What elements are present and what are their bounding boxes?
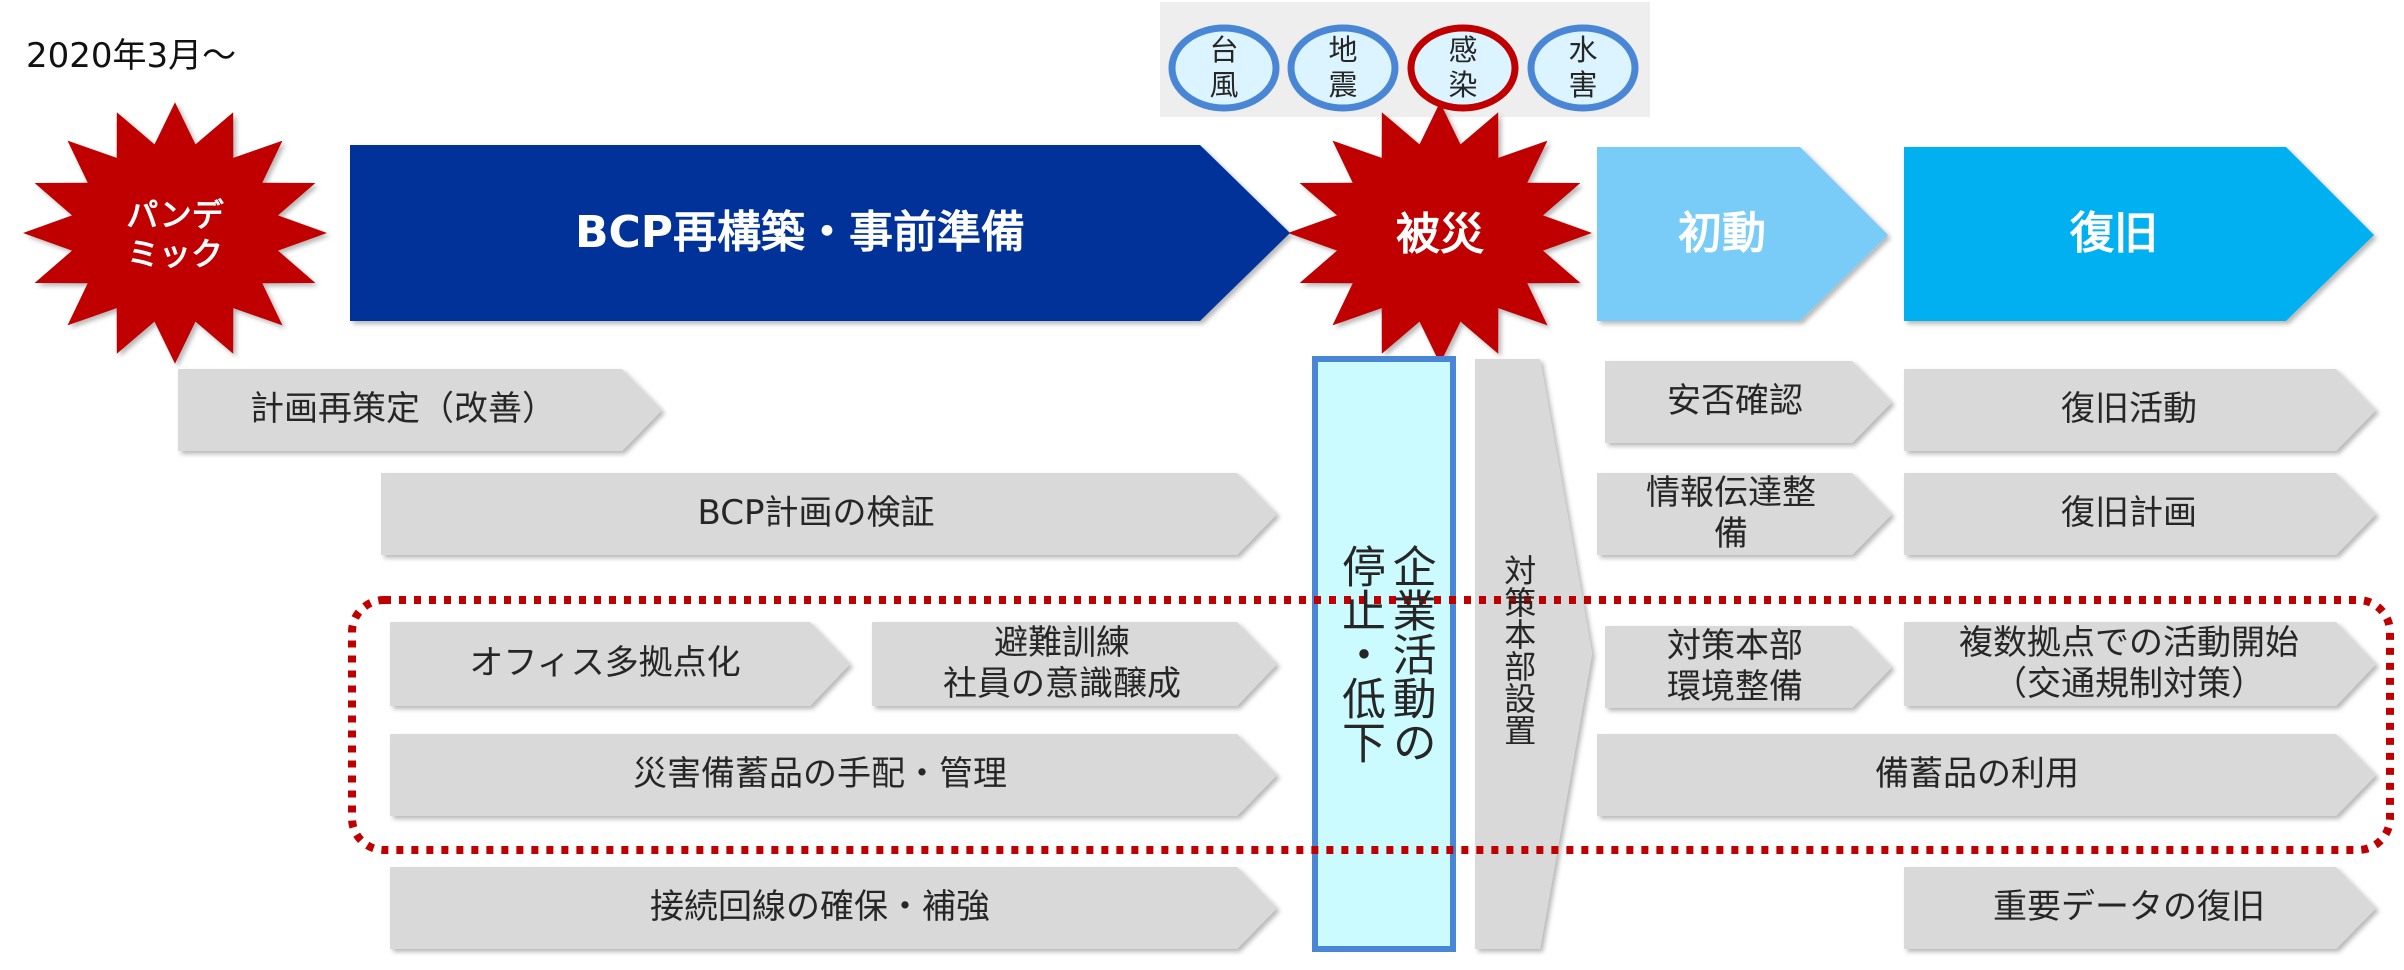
bcp-verification-label: BCP計画の検証 bbox=[697, 493, 935, 534]
plan-revision-label: 計画再策定（改善） bbox=[250, 389, 556, 430]
recovery-phase-arrow bbox=[1904, 147, 2374, 321]
flood-circle bbox=[1527, 24, 1639, 112]
initial-phase-arrow bbox=[1597, 147, 1888, 321]
arrow-plan-revision bbox=[178, 369, 662, 451]
data-recovery-label: 重要データの復旧 bbox=[1993, 887, 2265, 928]
bcp-phase-arrow bbox=[350, 145, 1290, 321]
arrow-bcp-verification bbox=[381, 473, 1277, 555]
arrow-multi-site bbox=[1904, 622, 2376, 706]
business-stop-label: 企業活動の 停止・低下 bbox=[1334, 544, 1436, 764]
flood-label: 水 害 bbox=[1568, 32, 1598, 102]
earthquake-circle bbox=[1287, 24, 1399, 112]
arrow-office-multi bbox=[390, 622, 850, 706]
initial-phase-label: 初動 bbox=[1678, 208, 1766, 260]
infection-label: 感 染 bbox=[1448, 32, 1478, 102]
date-label: 2020年3月〜 bbox=[26, 36, 237, 76]
multi-site-label: 複数拠点での活動開始 （交通規制対策） bbox=[1959, 622, 2299, 704]
safety-check-label: 安否確認 bbox=[1667, 381, 1803, 422]
arrow-supplies-use bbox=[1597, 734, 2376, 816]
arrow-data-recovery bbox=[1904, 867, 2376, 949]
hq-environment-label: 対策本部 環境整備 bbox=[1667, 625, 1803, 707]
typhoon-circle bbox=[1168, 24, 1280, 112]
disaster-starburst bbox=[1288, 102, 1592, 364]
typhoon-label: 台 風 bbox=[1209, 32, 1239, 102]
arrow-supplies-mgmt bbox=[390, 734, 1277, 816]
arrow-recovery-plan bbox=[1904, 473, 2376, 555]
pandemic-label: パンデ ミック bbox=[126, 195, 224, 273]
supplies-use-label: 備蓄品の利用 bbox=[1875, 754, 2079, 795]
arrow-recovery-activity bbox=[1904, 369, 2376, 451]
arrow-evac-drill bbox=[872, 622, 1277, 706]
info-transfer-label: 情報伝達整 備 bbox=[1646, 472, 1816, 554]
evac-drill-label: 避難訓練 社員の意識醸成 bbox=[943, 622, 1181, 704]
arrow-info-transfer bbox=[1597, 473, 1892, 555]
arrow-hq-environment bbox=[1605, 626, 1892, 708]
arrow-safety-check bbox=[1605, 361, 1892, 443]
bcp-phase-label: BCP再構築・事前準備 bbox=[574, 207, 1026, 259]
disaster-label: 被災 bbox=[1396, 209, 1484, 261]
supplies-mgmt-label: 災害備蓄品の手配・管理 bbox=[633, 754, 1007, 795]
recovery-activity-label: 復旧活動 bbox=[2061, 389, 2197, 430]
dotted-frame bbox=[348, 596, 2394, 854]
arrow-line-reinforce bbox=[390, 867, 1277, 949]
line-reinforce-label: 接続回線の確保・補強 bbox=[650, 887, 990, 928]
business-stop-box bbox=[1312, 356, 1456, 952]
infection-circle bbox=[1407, 24, 1519, 112]
recovery-plan-label: 復旧計画 bbox=[2061, 493, 2197, 534]
pandemic-starburst bbox=[23, 102, 327, 364]
recovery-phase-label: 復旧 bbox=[2070, 208, 2158, 260]
earthquake-label: 地 震 bbox=[1328, 32, 1358, 102]
office-multi-label: オフィス多拠点化 bbox=[469, 643, 741, 684]
hq-setup-arrow bbox=[1475, 359, 1592, 949]
hq-setup-label: 対策本部設置 bbox=[1499, 554, 1538, 746]
